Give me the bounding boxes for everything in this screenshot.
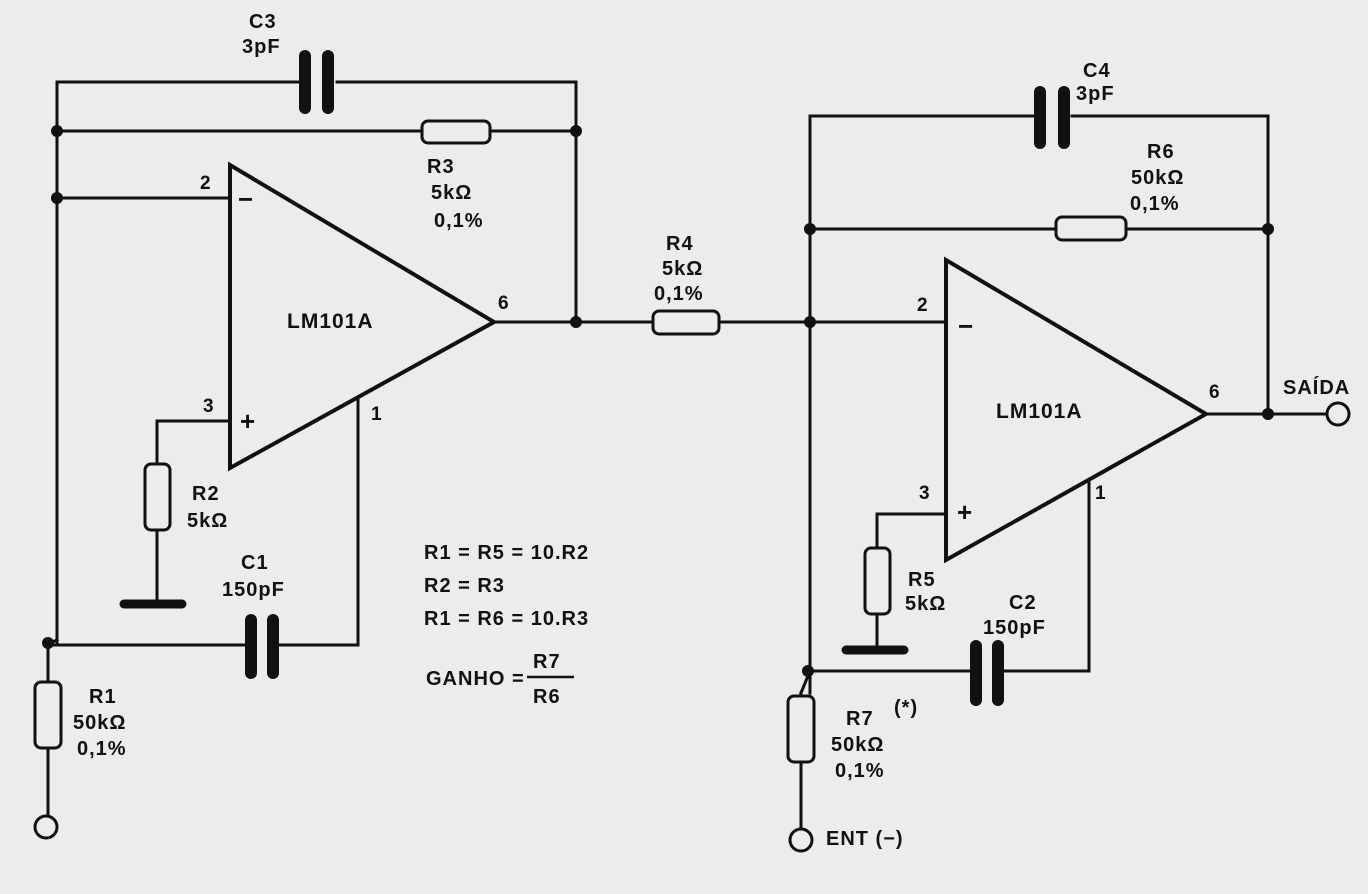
- equation-line-2: R2 = R3: [424, 575, 505, 597]
- junction-dots: [42, 125, 1274, 677]
- equation-line-3: R1 = R6 = 10.R3: [424, 608, 589, 630]
- r6-tolerance: 0,1%: [1130, 193, 1180, 215]
- r4-tolerance: 0,1%: [654, 283, 704, 305]
- gain-denominator: R6: [533, 686, 561, 708]
- c3-name: C3: [249, 11, 277, 33]
- r6-name: R6: [1147, 141, 1175, 163]
- equation-line-1: R1 = R5 = 10.R2: [424, 542, 589, 564]
- left-stage-wires: [46, 80, 812, 817]
- r4-value: 5kΩ: [662, 258, 703, 280]
- input-terminal-left: [33, 814, 59, 840]
- r1-tolerance: 0,1%: [77, 738, 127, 760]
- c2-value: 150pF: [983, 617, 1046, 639]
- r3-tolerance: 0,1%: [434, 210, 484, 232]
- resistor-r6: [1054, 215, 1128, 242]
- r6-value: 50kΩ: [1131, 167, 1184, 189]
- resistor-r1: [33, 680, 63, 750]
- resistor-r2: [143, 462, 172, 532]
- component-labels: C3 3pF C4 3pF R3 5kΩ 0,1% R6 50kΩ 0,1% R…: [73, 11, 1184, 782]
- opamp-u1-pin-comp: 1: [371, 404, 382, 425]
- resistor-r7: [786, 694, 816, 764]
- gain-label: GANHO =: [426, 668, 525, 690]
- opamp-u2-pin-out: 6: [1209, 382, 1220, 403]
- input-terminal-ent: [788, 827, 814, 853]
- opamp-u1-label: LM101A: [287, 310, 374, 333]
- resistor-r3: [420, 119, 492, 145]
- c1-value: 150pF: [222, 579, 285, 601]
- design-equations: R1 = R5 = 10.R2 R2 = R3 R1 = R6 = 10.R3 …: [424, 542, 589, 708]
- r7-name: R7: [846, 708, 874, 730]
- capacitor-c4: [1034, 86, 1070, 149]
- opamp-u2-pin-comp: 1: [1095, 483, 1106, 504]
- c4-name: C4: [1083, 60, 1111, 82]
- gain-numerator: R7: [533, 651, 561, 673]
- r5-value: 5kΩ: [905, 593, 946, 615]
- opamp-u2-inv-sign: −: [958, 311, 973, 341]
- r7-note: (*): [894, 697, 918, 719]
- opamp-u1-pin-out: 6: [498, 293, 509, 314]
- input-label: ENT (−): [826, 828, 904, 850]
- output-label: SAÍDA: [1283, 376, 1350, 399]
- opamp-u1: LM101A − + 2 3 6 1: [200, 161, 509, 472]
- opamp-u2-noninv-sign: +: [957, 497, 972, 527]
- r7-value: 50kΩ: [831, 734, 884, 756]
- r3-name: R3: [427, 156, 455, 178]
- r1-value: 50kΩ: [73, 712, 126, 734]
- r3-value: 5kΩ: [431, 182, 472, 204]
- r4-name: R4: [666, 233, 694, 255]
- opamp-u2-pin-inv: 2: [917, 295, 928, 316]
- resistor-r4: [651, 309, 721, 336]
- resistor-r5: [863, 546, 892, 616]
- opamp-u1-pin-inv: 2: [200, 173, 211, 194]
- c2-name: C2: [1009, 592, 1037, 614]
- opamp-u1-inv-sign: −: [238, 184, 253, 214]
- c1-name: C1: [241, 552, 269, 574]
- opamp-u2: LM101A − + 2 3 6 1: [917, 256, 1220, 564]
- output-terminal-saida: [1325, 401, 1351, 427]
- capacitor-c2: [970, 640, 1004, 706]
- r2-value: 5kΩ: [187, 510, 228, 532]
- r5-name: R5: [908, 569, 936, 591]
- c3-value: 3pF: [242, 36, 281, 58]
- capacitor-c1: [245, 614, 279, 679]
- opamp-u1-noninv-sign: +: [240, 406, 255, 436]
- opamp-u2-label: LM101A: [996, 400, 1083, 423]
- r2-name: R2: [192, 483, 220, 505]
- c4-value: 3pF: [1076, 83, 1115, 105]
- r1-name: R1: [89, 686, 117, 708]
- opamp-u1-pin-noninv: 3: [203, 396, 214, 417]
- r7-tolerance: 0,1%: [835, 760, 885, 782]
- opamp-u2-pin-noninv: 3: [919, 483, 930, 504]
- capacitor-c3: [299, 50, 334, 114]
